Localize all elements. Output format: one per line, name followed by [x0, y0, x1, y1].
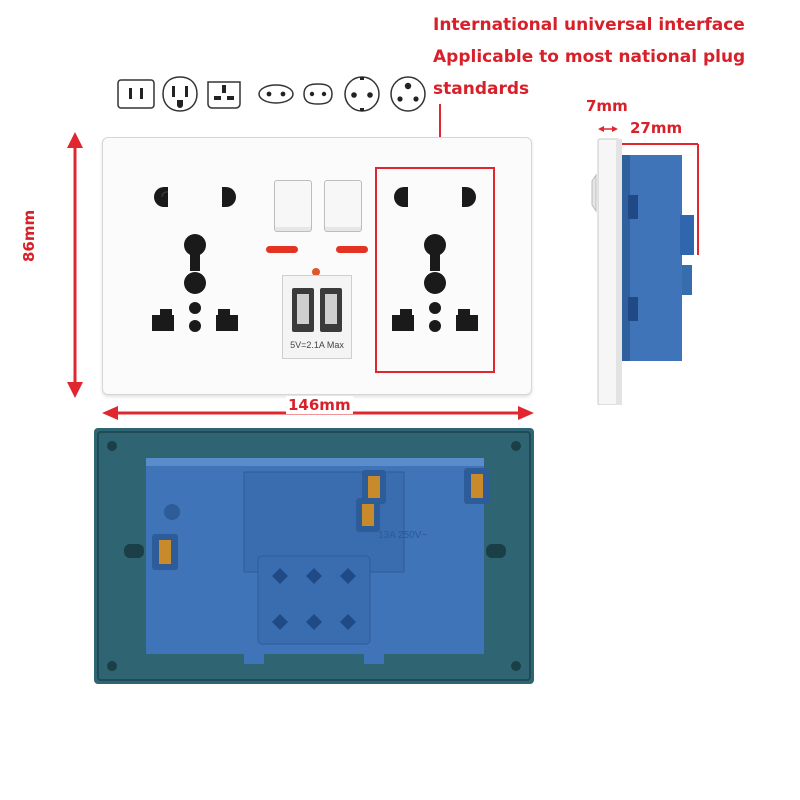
plate-depth-label: 7mm [586, 97, 628, 115]
left-rocker-switch[interactable] [274, 180, 312, 232]
usb-charging-module: 5V=2.1A Max [282, 275, 352, 359]
right-rocker-switch[interactable] [324, 180, 362, 232]
callout-line-2: Applicable to most national plug [433, 47, 746, 67]
us-grounded-plug-icon [162, 76, 198, 112]
callout-line-3: standards [433, 79, 530, 99]
back-rating-label: 13A 250V~ [378, 530, 428, 541]
usb-indicator-light [312, 268, 320, 276]
callout-line-1: International universal interface [433, 15, 745, 35]
highlighted-outlet-frame [375, 167, 495, 373]
side-view-illustration [591, 126, 699, 405]
us-plug-icon [117, 79, 155, 109]
eu-flat-plug-icon [258, 84, 294, 104]
usb-port-left[interactable] [292, 288, 314, 332]
indian-plug-icon [390, 76, 426, 112]
height-dimension-arrow [67, 132, 83, 398]
uk-plug-icon [207, 81, 241, 109]
left-universal-outlet [152, 187, 238, 332]
euro-plug-icon [303, 83, 333, 105]
width-dimension-label: 146mm [286, 396, 353, 414]
body-depth-label: 27mm [630, 119, 683, 137]
back-view-illustration [94, 428, 534, 684]
usb-rating-label: 5V=2.1A Max [290, 340, 344, 350]
usb-port-right[interactable] [320, 288, 342, 332]
height-dimension-label: 86mm [20, 209, 38, 262]
left-indicator-light [266, 246, 298, 253]
right-indicator-light [336, 246, 368, 253]
right-universal-outlet [392, 187, 478, 332]
schuko-plug-icon [344, 76, 380, 112]
